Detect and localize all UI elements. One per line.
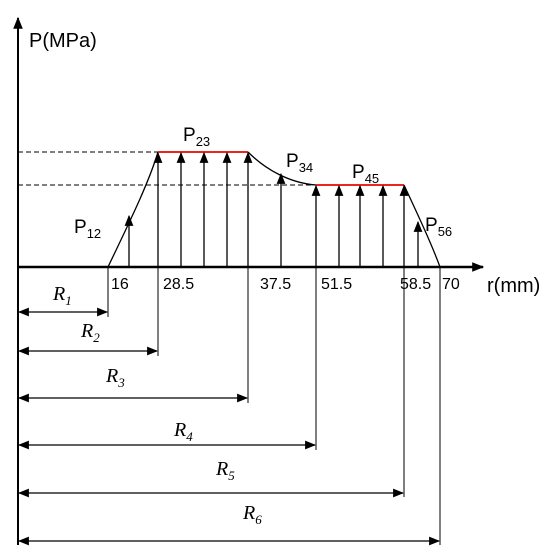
tick-label-28-5: 28.5 — [163, 276, 194, 293]
pressure-curve-rising — [107, 151, 159, 268]
label-r2: R2 — [80, 320, 100, 345]
label-r3: R3 — [105, 365, 125, 390]
radius-dimensions — [17, 307, 441, 546]
label-p34: P34 — [286, 151, 313, 175]
tick-label-37-5: 37.5 — [260, 276, 291, 293]
label-p23: P23 — [183, 125, 210, 149]
pressure-arrows — [124, 151, 423, 267]
label-r6: R6 — [242, 502, 262, 527]
label-r1: R1 — [52, 283, 72, 308]
label-p56: P56 — [425, 215, 452, 239]
label-r5: R5 — [215, 458, 235, 483]
tick-label-58-5: 58.5 — [400, 276, 431, 293]
label-r4: R4 — [173, 419, 193, 444]
y-axis-label: P(MPa) — [29, 30, 97, 52]
tick-label-16: 16 — [111, 276, 129, 293]
tick-label-51-5: 51.5 — [321, 276, 352, 293]
label-p45: P45 — [352, 162, 379, 186]
extension-lines — [107, 267, 441, 545]
tick-label-70: 70 — [442, 276, 460, 293]
label-p12: P12 — [74, 217, 101, 241]
x-axis-label: r(mm) — [487, 275, 540, 297]
